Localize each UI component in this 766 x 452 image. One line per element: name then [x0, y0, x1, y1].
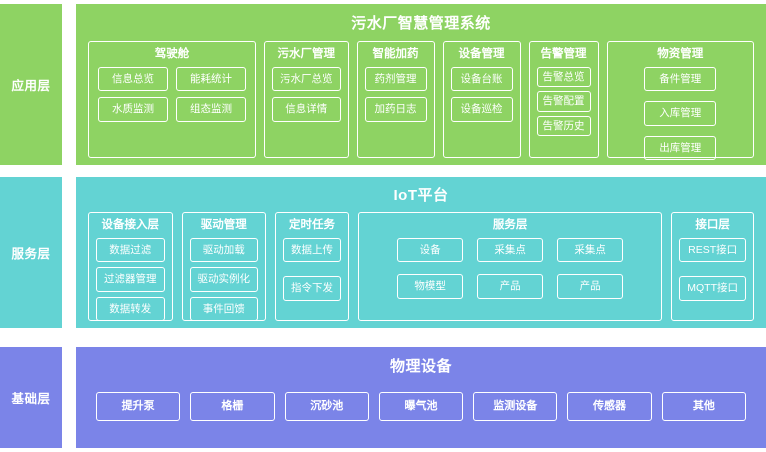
chip-driver-instantiation[interactable]: 驱动实例化 [189, 267, 258, 292]
chip-inbound-management[interactable]: 入库管理 [644, 101, 717, 126]
group-items-smart-dosing: 药剂管理 加药日志 [364, 66, 427, 122]
group-interface-layer[interactable]: 接口层 REST接口 MQTT接口 [671, 212, 754, 321]
group-title-plant-management: 污水厂管理 [277, 48, 336, 60]
application-group-list: 驾驶舱 信息总览 能耗统计 水质监测 组态监测 污水厂管理 污水厂总览 信息详情 [76, 31, 766, 195]
chip-energy-stats[interactable]: 能耗统计 [176, 66, 246, 92]
group-title-device-access-layer: 设备接入层 [101, 219, 160, 231]
chip-product-2[interactable]: 产品 [557, 274, 624, 299]
chip-alarm-history[interactable]: 告警历史 [536, 115, 591, 137]
group-alarm-management[interactable]: 告警管理 告警总览 告警配置 告警历史 [528, 41, 599, 158]
chip-reagent-management[interactable]: 药剂管理 [364, 66, 427, 92]
service-group-list: 设备接入层 数据过滤 过滤器管理 数据转发 驱动管理 驱动加载 驱动实例化 事件… [76, 203, 766, 332]
chip-plant-overview[interactable]: 污水厂总览 [272, 66, 341, 92]
infrastructure-layer-title: 物理设备 [389, 358, 452, 375]
chip-info-details[interactable]: 信息详情 [272, 97, 341, 122]
group-items-alarm-management: 告警总览 告警配置 告警历史 [536, 66, 591, 137]
chip-collection-point-2[interactable]: 采集点 [557, 237, 624, 263]
group-items-interface-layer: REST接口 MQTT接口 [679, 237, 746, 301]
application-layer-title: 污水厂智慧管理系统 [351, 15, 491, 32]
chip-product-1[interactable]: 产品 [477, 274, 544, 299]
chip-mqtt-interface[interactable]: MQTT接口 [679, 276, 746, 301]
service-layer-body: IoT平台 设备接入层 数据过滤 过滤器管理 数据转发 驱动管理 驱动加载 驱动… [76, 177, 766, 328]
chip-grille[interactable]: 格栅 [190, 392, 275, 421]
chip-monitoring-device[interactable]: 监测设备 [473, 392, 558, 421]
chip-other[interactable]: 其他 [661, 392, 746, 421]
group-items-scheduled-tasks: 数据上传 指令下发 [283, 237, 341, 301]
group-device-access-layer[interactable]: 设备接入层 数据过滤 过滤器管理 数据转发 [88, 212, 173, 322]
chip-rest-interface[interactable]: REST接口 [679, 237, 746, 263]
service-layer-title: IoT平台 [393, 187, 449, 204]
chip-aeration-tank[interactable]: 曝气池 [378, 392, 464, 421]
layer-tag-infrastructure: 基础层 [0, 347, 62, 448]
chip-equipment-ledger[interactable]: 设备台账 [450, 66, 513, 92]
group-items-equipment-management: 设备台账 设备巡检 [450, 66, 513, 122]
chip-water-quality-monitor[interactable]: 水质监测 [98, 97, 168, 122]
layer-tag-application: 应用层 [0, 4, 62, 165]
group-title-cockpit: 驾驶舱 [154, 48, 190, 60]
chip-data-forwarding[interactable]: 数据转发 [96, 296, 165, 322]
infrastructure-layer-body: 物理设备 提升泵 格栅 沉砂池 曝气池 监测设备 传感器 其他 [76, 347, 766, 448]
chip-collection-point-1[interactable]: 采集点 [477, 237, 544, 263]
infrastructure-item-list: 提升泵 格栅 沉砂池 曝气池 监测设备 传感器 其他 [76, 374, 766, 421]
group-items-material-management: 备件管理 入库管理 出库管理 库存管理 [615, 66, 747, 195]
chip-scada-monitor[interactable]: 组态监测 [176, 97, 246, 122]
group-title-material-management: 物资管理 [657, 48, 704, 60]
group-items-cockpit: 信息总览 能耗统计 水质监测 组态监测 [96, 66, 248, 122]
chip-command-dispatch[interactable]: 指令下发 [283, 276, 341, 301]
chip-alarm-config[interactable]: 告警配置 [536, 91, 591, 112]
group-items-service-layer: 设备 采集点 采集点 物模型 产品 产品 [366, 237, 654, 299]
chip-lift-pump[interactable]: 提升泵 [96, 392, 181, 421]
chip-data-filtering[interactable]: 数据过滤 [96, 237, 165, 263]
chip-device[interactable]: 设备 [397, 237, 464, 263]
group-driver-management[interactable]: 驱动管理 驱动加载 驱动实例化 事件回馈 [181, 212, 266, 322]
group-plant-management[interactable]: 污水厂管理 污水厂总览 信息详情 [264, 41, 349, 158]
infrastructure-layer-row: 基础层 物理设备 提升泵 格栅 沉砂池 曝气池 监测设备 传感器 其他 [0, 347, 766, 448]
chip-spare-parts-management[interactable]: 备件管理 [644, 66, 717, 92]
group-items-plant-management: 污水厂总览 信息详情 [272, 66, 341, 122]
group-title-service-layer: 服务层 [492, 219, 528, 231]
service-layer-row: 服务层 IoT平台 设备接入层 数据过滤 过滤器管理 数据转发 驱动管理 驱动加… [0, 177, 766, 328]
group-title-alarm-management: 告警管理 [540, 48, 587, 60]
chip-dosing-log[interactable]: 加药日志 [364, 97, 427, 122]
chip-info-overview[interactable]: 信息总览 [98, 66, 168, 92]
chip-alarm-overview[interactable]: 告警总览 [536, 66, 591, 88]
chip-event-feedback[interactable]: 事件回馈 [189, 296, 258, 322]
group-smart-dosing[interactable]: 智能加药 药剂管理 加药日志 [356, 41, 435, 158]
chip-thing-model[interactable]: 物模型 [397, 274, 464, 299]
group-material-management[interactable]: 物资管理 备件管理 入库管理 出库管理 库存管理 [606, 41, 754, 195]
chip-driver-loading[interactable]: 驱动加载 [189, 237, 258, 263]
application-layer-row: 应用层 污水厂智慧管理系统 驾驶舱 信息总览 能耗统计 水质监测 组态监测 污水… [0, 4, 766, 195]
group-equipment-management[interactable]: 设备管理 设备台账 设备巡检 [442, 41, 521, 158]
layer-tag-service: 服务层 [0, 177, 62, 328]
group-title-scheduled-tasks: 定时任务 [289, 219, 335, 231]
chip-sensor[interactable]: 传感器 [567, 392, 652, 421]
chip-equipment-inspection[interactable]: 设备巡检 [450, 97, 513, 122]
group-items-device-access-layer: 数据过滤 过滤器管理 数据转发 [96, 237, 165, 322]
group-items-driver-management: 驱动加载 驱动实例化 事件回馈 [189, 237, 258, 322]
group-cockpit[interactable]: 驾驶舱 信息总览 能耗统计 水质监测 组态监测 [88, 41, 256, 158]
group-scheduled-tasks[interactable]: 定时任务 数据上传 指令下发 [275, 212, 349, 321]
chip-filter-management[interactable]: 过滤器管理 [96, 267, 165, 292]
chip-data-upload[interactable]: 数据上传 [283, 237, 341, 263]
group-title-smart-dosing: 智能加药 [372, 48, 419, 60]
group-title-interface-layer: 接口层 [695, 219, 730, 231]
group-title-equipment-management: 设备管理 [458, 48, 505, 60]
chip-outbound-management[interactable]: 出库管理 [644, 135, 717, 161]
group-service-layer[interactable]: 服务层 设备 采集点 采集点 物模型 产品 产品 [358, 212, 663, 321]
chip-grit-chamber[interactable]: 沉砂池 [284, 392, 369, 421]
application-layer-body: 污水厂智慧管理系统 驾驶舱 信息总览 能耗统计 水质监测 组态监测 污水厂管理 … [76, 4, 766, 195]
group-title-driver-management: 驱动管理 [200, 219, 247, 231]
